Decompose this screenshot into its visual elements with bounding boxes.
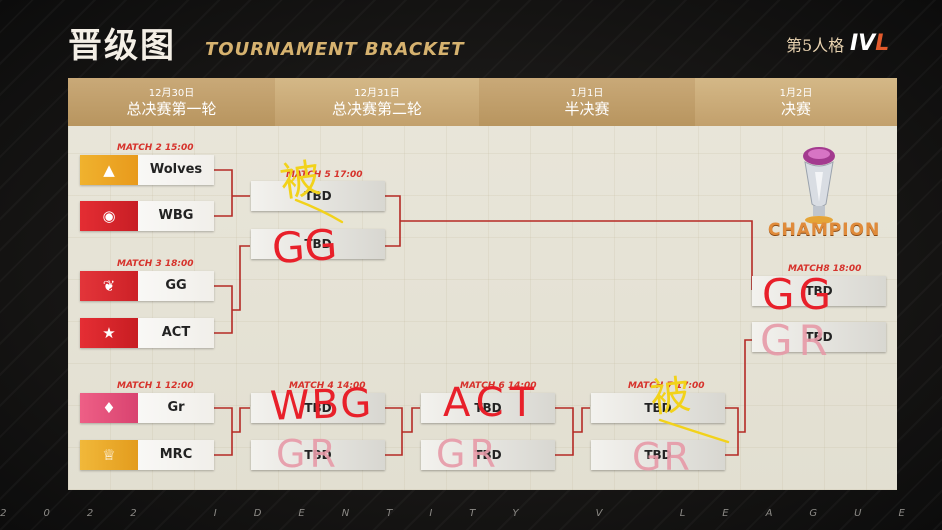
tbd-slot-final-top[interactable]: TBD bbox=[752, 276, 886, 306]
page-title-en: TOURNAMENT BRACKET bbox=[205, 39, 465, 60]
match-label-7: MATCH 7 17:00 bbox=[628, 381, 705, 391]
round-header-row: 12月30日 总决赛第一轮 12月31日 总决赛第二轮 1月1日 半决赛 1月2… bbox=[68, 78, 897, 126]
trophy-icon bbox=[803, 147, 835, 224]
tbd-slot-final-bottom[interactable]: TBD bbox=[752, 322, 886, 352]
team-slot-wbg[interactable]: ◉ WBG bbox=[80, 201, 214, 231]
match-label-6: MATCH 6 14:00 bbox=[460, 381, 537, 391]
gg-logo-icon: ❦ bbox=[80, 271, 138, 301]
tbd-slot-m5-top[interactable]: TBD bbox=[251, 181, 385, 211]
round-header-4: 1月2日 决赛 bbox=[695, 78, 897, 126]
tbd-text: TBD bbox=[644, 448, 672, 462]
tbd-text: TBD bbox=[304, 237, 332, 251]
ivl-logo-text: IV bbox=[850, 31, 876, 56]
gr-logo-icon: ♦ bbox=[80, 393, 138, 423]
round-name: 总决赛第二轮 bbox=[331, 99, 422, 118]
tbd-text: TBD bbox=[304, 189, 332, 203]
ivl-logo-accent: L bbox=[875, 31, 890, 56]
identity-v-logo: 第5人格 bbox=[786, 36, 845, 55]
team-slot-gr[interactable]: ♦ Gr bbox=[80, 393, 214, 423]
tbd-slot-m7-bottom[interactable]: TBD bbox=[591, 440, 725, 470]
match-label-5: MATCH 5 17:00 bbox=[286, 170, 363, 180]
round-header-1: 12月30日 总决赛第一轮 bbox=[68, 78, 275, 126]
tbd-slot-m4-top[interactable]: TBD bbox=[251, 393, 385, 423]
ivl-logo: IVL bbox=[850, 31, 889, 56]
act-logo-icon: ★ bbox=[80, 318, 138, 348]
round-header-3: 1月1日 半决赛 bbox=[479, 78, 695, 126]
wbg-logo-icon: ◉ bbox=[80, 201, 138, 231]
round-date: 12月31日 bbox=[354, 87, 400, 99]
team-name: Gr bbox=[167, 400, 185, 415]
tbd-text: TBD bbox=[805, 330, 833, 344]
team-slot-wolves[interactable]: ▲ Wolves bbox=[80, 155, 214, 185]
team-name: ACT bbox=[161, 325, 191, 340]
round-name: 半决赛 bbox=[564, 99, 610, 118]
footer-league-text: 2022 IDENTITY V LEAGUE bbox=[0, 508, 942, 519]
tbd-text: TBD bbox=[304, 401, 332, 415]
tbd-text: TBD bbox=[474, 448, 502, 462]
round-header-2: 12月31日 总决赛第二轮 bbox=[275, 78, 479, 126]
team-slot-mrc[interactable]: ♕ MRC bbox=[80, 440, 214, 470]
team-name: MRC bbox=[159, 447, 193, 462]
tbd-slot-m6-bottom[interactable]: TBD bbox=[421, 440, 555, 470]
round-name: 决赛 bbox=[780, 99, 811, 118]
champion-label: CHAMPION bbox=[768, 220, 881, 240]
tbd-text: TBD bbox=[474, 401, 502, 415]
round-name: 总决赛第一轮 bbox=[126, 99, 217, 118]
mrc-crown-icon: ♕ bbox=[80, 440, 138, 470]
match-label-1: MATCH 1 12:00 bbox=[117, 381, 194, 391]
page-title-cn: 晋级图 bbox=[68, 26, 176, 66]
tbd-text: TBD bbox=[644, 401, 672, 415]
team-name: WBG bbox=[158, 208, 194, 223]
tbd-text: TBD bbox=[805, 284, 833, 298]
tbd-slot-m5-bottom[interactable]: TBD bbox=[251, 229, 385, 259]
tbd-slot-m4-bottom[interactable]: TBD bbox=[251, 440, 385, 470]
match-label-3: MATCH 3 18:00 bbox=[117, 259, 194, 269]
match-label-4: MATCH 4 14:00 bbox=[289, 381, 366, 391]
match-label-2: MATCH 2 15:00 bbox=[117, 143, 194, 153]
team-name: GG bbox=[165, 278, 187, 293]
round-date: 12月30日 bbox=[148, 87, 195, 99]
tbd-text: TBD bbox=[304, 448, 332, 462]
tbd-slot-m7-top[interactable]: TBD bbox=[591, 393, 725, 423]
tbd-slot-m6-top[interactable]: TBD bbox=[421, 393, 555, 423]
team-name: Wolves bbox=[149, 162, 203, 177]
team-slot-act[interactable]: ★ ACT bbox=[80, 318, 214, 348]
round-date: 1月1日 bbox=[570, 87, 604, 99]
team-slot-gg[interactable]: ❦ GG bbox=[80, 271, 214, 301]
match-label-8: MATCH8 18:00 bbox=[788, 264, 862, 274]
round-date: 1月2日 bbox=[779, 87, 813, 99]
wolves-logo-icon: ▲ bbox=[80, 155, 138, 185]
